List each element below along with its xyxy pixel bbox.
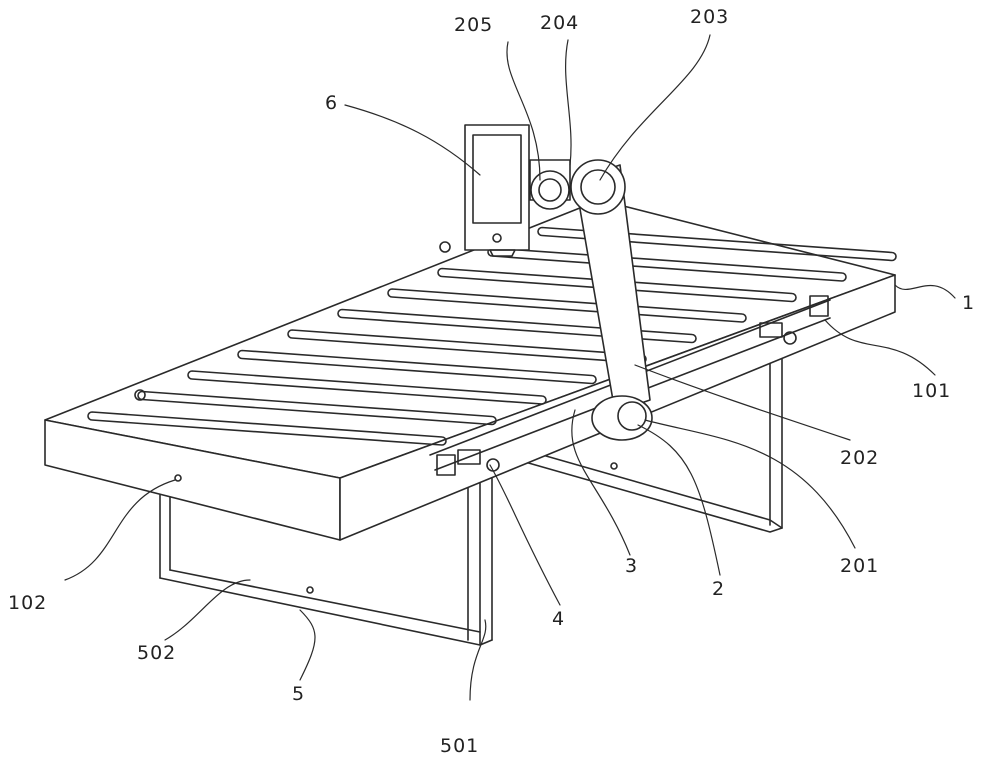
label-101: 101 [912,380,951,402]
label-501: 501 [440,735,479,757]
tablet-6 [465,125,529,256]
label-204: 204 [540,12,579,34]
label-202: 202 [840,447,879,469]
label-5: 5 [292,683,305,705]
label-203: 203 [690,6,729,28]
label-502: 502 [137,642,176,664]
label-3: 3 [625,555,638,577]
label-205: 205 [454,14,493,36]
label-201: 201 [840,555,879,577]
label-6: 6 [325,92,338,114]
label-102: 102 [8,592,47,614]
label-1: 1 [962,292,975,314]
knob [440,242,450,252]
label-2: 2 [712,578,725,600]
label-4: 4 [552,608,565,630]
